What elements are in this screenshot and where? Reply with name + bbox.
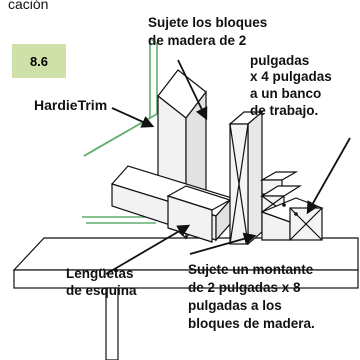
arrow-hardietrim xyxy=(111,107,155,128)
label-tabs-line-1: Lengüetas xyxy=(66,266,134,281)
arrow-clamp-blocks xyxy=(177,59,208,121)
label-clamp-line-6: de trabajo. xyxy=(250,103,319,118)
stacked-blocks xyxy=(259,171,324,241)
label-clamp-line-2: de madera de 2 xyxy=(148,33,247,48)
label-clamp-line-1: Sujete los bloques xyxy=(148,15,268,30)
arrow-stud xyxy=(189,232,257,255)
workbench-front xyxy=(13,269,359,289)
label-clamp-line-5: a un banco xyxy=(250,86,322,101)
label-hardietrim: HardieTrim xyxy=(34,97,108,113)
label-clamp-line-4: x 4 pulgadas xyxy=(250,69,332,84)
header-fragment: cación xyxy=(8,0,49,12)
label-stud-line-4: bloques de madera. xyxy=(188,316,315,331)
figure-number-badge: 8.6 xyxy=(12,44,66,78)
arrow-corner-tabs xyxy=(105,224,191,275)
label-tabs-line-2: de esquina xyxy=(66,283,137,298)
label-stud-line-1: Sujete un montante xyxy=(188,262,314,277)
workbench-leg xyxy=(105,287,119,360)
arrow-clamp-right xyxy=(306,137,351,215)
label-stud-line-3: pulgadas a los xyxy=(188,298,282,313)
leader-arrows xyxy=(105,59,351,275)
stud-2x8 xyxy=(228,110,264,246)
label-clamp-line-3: pulgadas xyxy=(250,53,310,68)
label-stud-line-2: de 2 pulgadas x 8 xyxy=(188,280,301,295)
